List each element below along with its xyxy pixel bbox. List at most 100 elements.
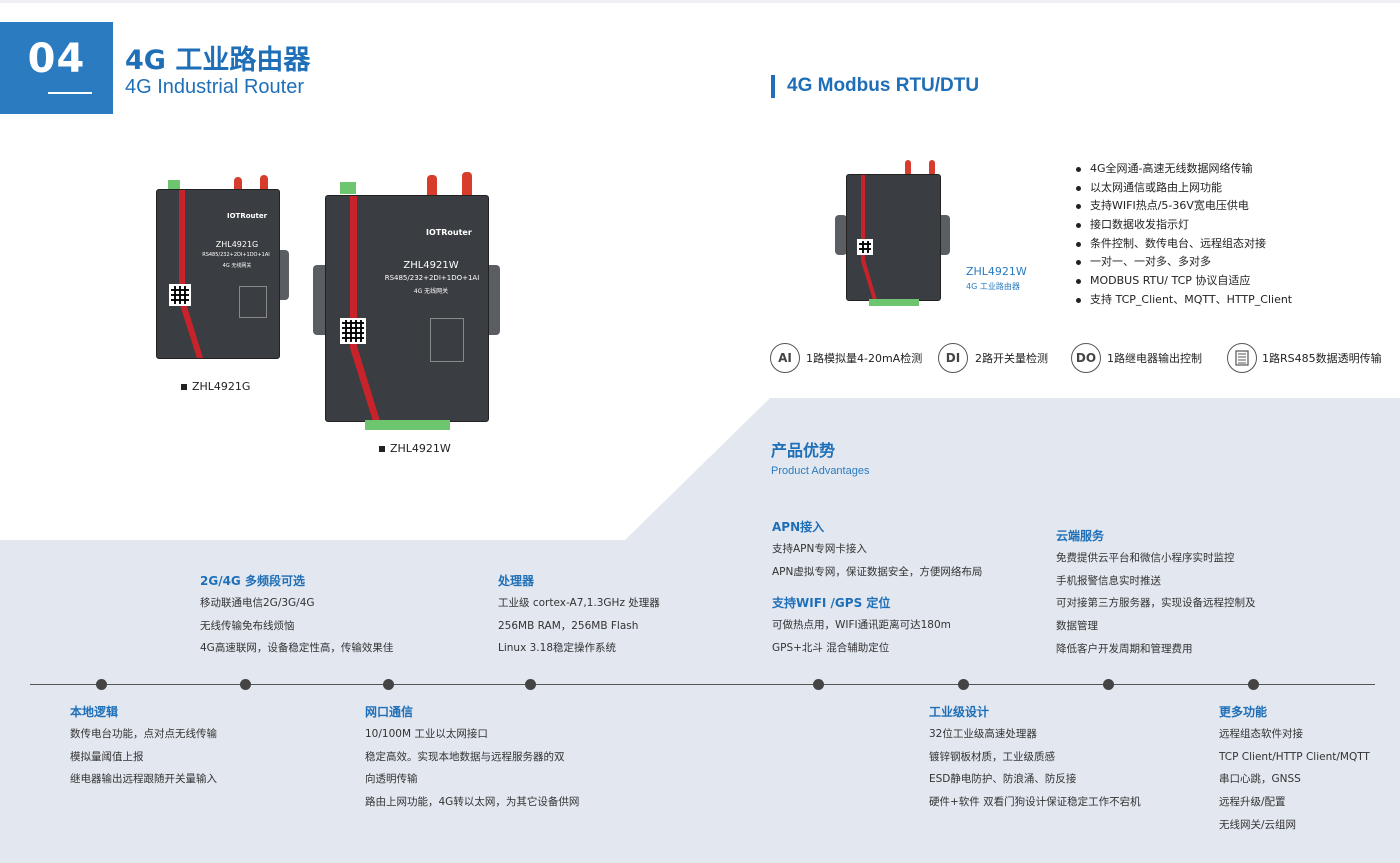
brand-logo: IOTRouter: [227, 212, 268, 220]
top-terminal: [168, 180, 180, 190]
block-line: APN虚拟专网，保证数据安全，方便网络布局: [772, 565, 983, 578]
block-line: 无线传输免布线烦恼: [200, 619, 295, 632]
block-title: 本地逻辑: [70, 705, 119, 719]
timeline-dot: [813, 679, 824, 690]
do-icon: DO: [1071, 343, 1101, 373]
device-body: IOTRouter ZHL4921G RS485/232+2DI+1DO+1AI…: [156, 189, 280, 359]
block-cpu: 处理器 工业级 cortex-A7,1.3GHz 处理器 256MB RAM，2…: [498, 570, 660, 660]
block-title: 2G/4G 多频段可选: [200, 574, 305, 588]
io-text-ai: 1路模拟量4-20mA检测: [806, 352, 923, 365]
block-line: 模拟量阈值上报: [70, 750, 144, 763]
feature-item: 条件控制、数传电台、远程组态对接: [1076, 235, 1292, 254]
mount-bracket: [938, 215, 950, 255]
red-band: [179, 190, 203, 358]
timeline-dot: [240, 679, 251, 690]
feature-item: 以太网通信或路由上网功能: [1076, 179, 1292, 198]
block-line: 工业级 cortex-A7,1.3GHz 处理器: [498, 597, 660, 609]
device-model: ZHL4921W: [403, 260, 459, 271]
block-industrial: 工业级设计 32位工业级高速处理器 镀锌钢板材质，工业级质感 ESD静电防护、防…: [929, 701, 1141, 814]
timeline-dot: [96, 679, 107, 690]
io-text-di: 2路开关量检测: [975, 352, 1048, 365]
block-title: APN接入: [772, 520, 825, 534]
rs485-icon: [1227, 343, 1257, 373]
block-apn: APN接入 支持APN专网卡接入 APN虚拟专网，保证数据安全，方便网络布局: [772, 516, 982, 583]
device-zhl4921w: IOTRouter ZHL4921W RS485/232+2DI+1DO+1AI…: [310, 170, 500, 435]
feature-item: 一对一、一对多、多对多: [1076, 253, 1292, 272]
led-panel: [239, 286, 267, 318]
antenna-icon: [905, 160, 911, 174]
block-line: 4G高速联网，设备稳定性高，传输效果佳: [200, 642, 394, 655]
device-spec: RS485/232+2DI+1DO+1AI: [202, 252, 270, 258]
block-title: 支持WIFI /GPS 定位: [772, 596, 891, 610]
di-icon: DI: [938, 343, 968, 373]
block-line: 镀锌钢板材质，工业级质感: [929, 750, 1055, 763]
feature-item: MODBUS RTU/ TCP 协议自适应: [1076, 272, 1292, 291]
block-line: 10/100M 工业以太网接口: [365, 728, 488, 740]
block-title: 网口通信: [365, 705, 414, 719]
feature-item: 支持 TCP_Client、MQTT、HTTP_Client: [1076, 291, 1292, 310]
block-line: 手机报警信息实时推送: [1056, 574, 1161, 587]
device-spec: RS485/232+2DI+1DO+1AI: [384, 274, 480, 282]
page-subtitle: 4G Industrial Router: [125, 76, 304, 98]
led-panel: [430, 318, 464, 362]
block-line: 256MB RAM，256MB Flash: [498, 619, 639, 632]
block-line: 硬件+软件 双看门狗设计保证稳定工作不宕机: [929, 796, 1141, 809]
block-line: GPS+北斗 混合辅助定位: [772, 641, 890, 654]
block-line: 串口心跳，GNSS: [1219, 773, 1301, 786]
top-terminal: [340, 182, 356, 194]
antenna-icon: [260, 175, 268, 191]
block-title: 工业级设计: [929, 705, 990, 719]
block-band: 2G/4G 多频段可选 移动联通电信2G/3G/4G 无线传输免布线烦恼 4G高…: [200, 570, 393, 660]
block-line: 免费提供云平台和微信小程序实时监控: [1056, 552, 1235, 564]
antenna-icon: [929, 160, 935, 174]
antenna-icon: [234, 177, 242, 191]
block-line: 移动联通电信2G/3G/4G: [200, 597, 315, 609]
device-mini-zhl4921w: [835, 160, 950, 308]
qr-code: [857, 239, 873, 255]
device-model: ZHL4921G: [215, 240, 259, 249]
block-line: 远程组态软件对接: [1219, 728, 1303, 740]
timeline-dot: [1248, 679, 1259, 690]
block-more: 更多功能 远程组态软件对接 TCP Client/HTTP Client/MQT…: [1219, 701, 1370, 836]
block-line: 无线网关/云组网: [1219, 818, 1297, 831]
section-title: 4G Modbus RTU/DTU: [787, 75, 980, 96]
feature-item: 接口数据收发指示灯: [1076, 216, 1292, 235]
mini-device-sub: 4G 工业路由器: [966, 282, 1020, 291]
block-line: 数传电台功能，点对点无线传输: [70, 728, 217, 740]
block-line: 路由上网功能，4G转以太网，为其它设备供网: [365, 796, 580, 809]
section-accent-bar: [771, 75, 775, 98]
device-body: IOTRouter ZHL4921W RS485/232+2DI+1DO+1AI…: [325, 195, 489, 422]
bottom-terminal: [365, 420, 450, 430]
section-number: 04: [27, 36, 86, 82]
device-sub: 4G 无线网关: [222, 263, 252, 269]
antenna-icon: [462, 172, 472, 196]
block-line: TCP Client/HTTP Client/MQTT: [1219, 750, 1370, 763]
feature-item: 支持WIFI热点/5-36V宽电压供电: [1076, 197, 1292, 216]
qr-code: [169, 284, 191, 306]
block-line: 继电器输出远程跟随开关量输入: [70, 773, 217, 786]
device-label-g: ZHL4921G: [181, 380, 250, 393]
block-line: 远程升级/配置: [1219, 796, 1286, 809]
block-title: 云端服务: [1056, 529, 1105, 543]
mount-bracket: [835, 215, 847, 255]
timeline-dot: [958, 679, 969, 690]
bottom-terminal: [869, 299, 919, 306]
block-line: ESD静电防护、防浪涌、防反接: [929, 773, 1077, 786]
timeline-line: [30, 684, 1375, 685]
red-band: [861, 175, 877, 300]
timeline-dot: [525, 679, 536, 690]
device-sub: 4G 无线网关: [413, 288, 449, 295]
feature-list: 4G全网通-高速无线数据网络传输 以太网通信或路由上网功能 支持WIFI热点/5…: [1076, 160, 1292, 310]
block-cloud: 云端服务 免费提供云平台和微信小程序实时监控 手机报警信息实时推送 可对接第三方…: [1056, 525, 1256, 660]
qr-code: [340, 318, 366, 344]
block-line: 降低客户开发周期和管理费用: [1056, 642, 1193, 655]
block-line: 可做热点用，WIFI通讯距离可达180m: [772, 619, 951, 631]
block-title: 更多功能: [1219, 705, 1268, 719]
brand-logo: IOTRouter: [426, 228, 472, 237]
block-title: 处理器: [498, 574, 535, 588]
block-line: 数据管理: [1056, 620, 1098, 633]
advantages-title: 产品优势: [771, 441, 836, 460]
number-underline: [48, 92, 92, 94]
block-wifi: 支持WIFI /GPS 定位 可做热点用，WIFI通讯距离可达180m GPS+…: [772, 592, 951, 659]
